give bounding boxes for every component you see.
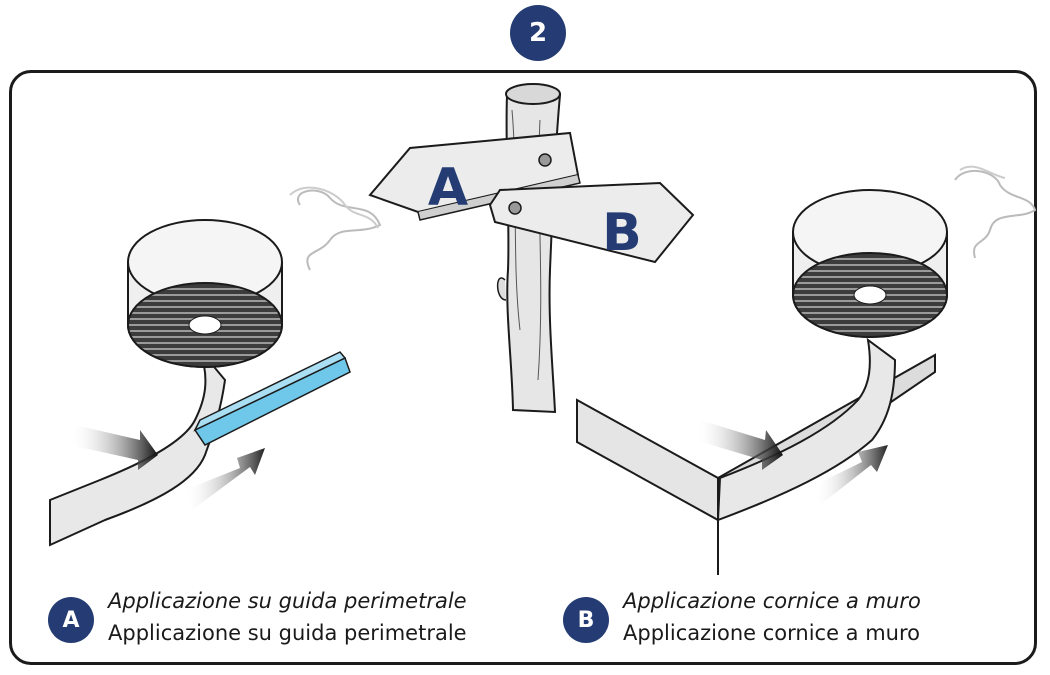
step-number-badge: 2 <box>510 5 566 61</box>
option-b-caption-regular: Applicazione cornice a muro <box>623 621 920 645</box>
option-a-caption-regular: Applicazione su guida perimetrale <box>108 621 467 645</box>
option-b-badge: B <box>563 597 609 643</box>
option-b-caption: Applicazione cornice a muro Applicazione… <box>623 585 921 649</box>
tape-roll-a-illustration <box>49 186 382 547</box>
illustration-frame <box>9 70 1037 665</box>
tape-roll-b-illustration <box>576 165 1037 575</box>
option-a-badge: A <box>48 597 94 643</box>
sign-a-letter: A <box>428 158 468 218</box>
option-a-caption: Applicazione su guida perimetrale Applic… <box>108 585 467 649</box>
signpost-illustration <box>368 83 695 414</box>
option-a-caption-italic: Applicazione su guida perimetrale <box>108 589 467 613</box>
sign-b-letter: B <box>602 203 642 263</box>
option-b-caption-italic: Applicazione cornice a muro <box>623 589 921 613</box>
